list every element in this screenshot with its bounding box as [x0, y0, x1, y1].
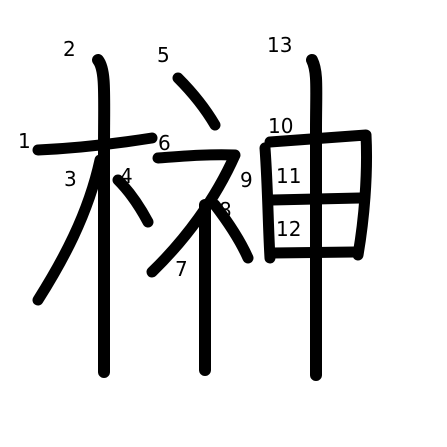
stroke-10: [264, 129, 373, 261]
stroke-number-4: 4: [120, 164, 133, 188]
stroke-number-10: 10: [268, 114, 293, 138]
stroke-number-9: 9: [240, 168, 253, 192]
stroke-8: [209, 199, 254, 264]
stroke-9: [259, 142, 276, 264]
stroke-number-8: 8: [219, 198, 232, 222]
stroke-number-5: 5: [157, 43, 170, 67]
stroke-1: [32, 132, 158, 156]
stroke-3: [32, 154, 106, 306]
character-strokes: [32, 54, 373, 381]
stroke-number-3: 3: [64, 167, 77, 191]
stroke-number-12: 12: [276, 217, 301, 241]
stroke-number-13: 13: [267, 33, 292, 57]
stroke-number-7: 7: [175, 257, 188, 281]
stroke-number-6: 6: [158, 131, 171, 155]
stroke-5: [172, 72, 221, 131]
stroke-4: [112, 174, 154, 228]
stroke-2: [92, 54, 111, 378]
stroke-6: [146, 149, 241, 278]
stroke-13: [306, 54, 323, 381]
stroke-number-1: 1: [18, 129, 31, 153]
stroke-number-2: 2: [63, 37, 76, 61]
stroke-number-11: 11: [276, 164, 301, 188]
